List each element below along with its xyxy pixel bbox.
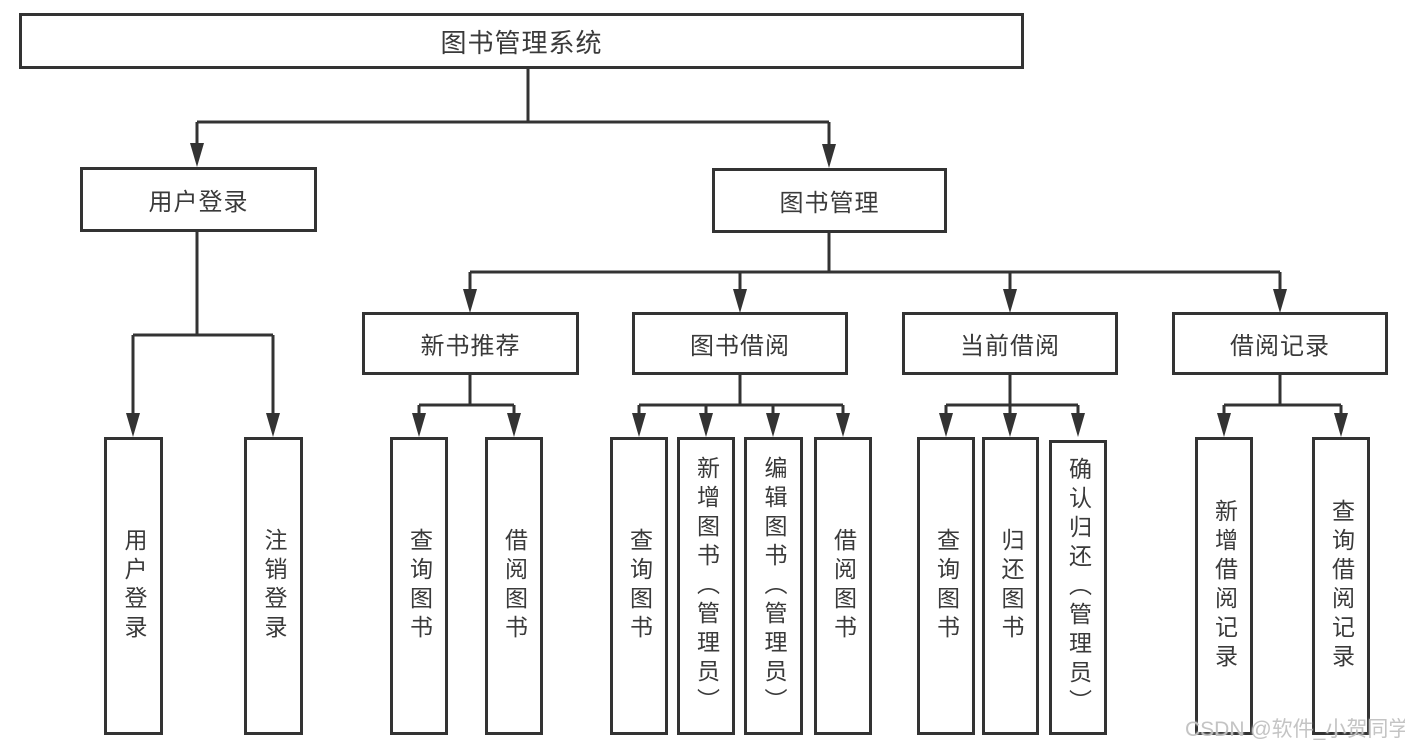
node-borrowing-records: 借阅记录: [1172, 312, 1388, 375]
node-book-management: 图书管理: [712, 168, 947, 233]
node-leaf-query-books-2: 查询图书: [610, 437, 668, 735]
node-leaf-add-borrow-record: 新增借阅记录: [1195, 437, 1253, 735]
node-leaf-query-books-1: 查询图书: [390, 437, 448, 735]
node-leaf-borrow-books-2: 借阅图书: [814, 437, 872, 735]
node-leaf-return-books: 归还图书: [982, 437, 1039, 735]
node-book-borrowing: 图书借阅: [632, 312, 848, 375]
node-leaf-confirm-return-admin: 确认归还（管理员）: [1049, 440, 1107, 735]
csdn-watermark: CSDN @软件_小贺同学: [1185, 718, 1405, 741]
node-leaf-query-books-3: 查询图书: [917, 437, 975, 735]
node-leaf-user-login: 用户登录: [104, 437, 163, 735]
node-leaf-add-books-admin: 新增图书（管理员）: [677, 437, 735, 735]
node-leaf-query-borrow-record: 查询借阅记录: [1312, 437, 1370, 735]
node-leaf-edit-books-admin: 编辑图书（管理员）: [744, 437, 803, 735]
node-current-borrowing: 当前借阅: [902, 312, 1118, 375]
node-book-management-system: 图书管理系统: [19, 13, 1024, 69]
node-leaf-logout: 注销登录: [244, 437, 303, 735]
node-user-login: 用户登录: [80, 167, 317, 232]
node-new-book-recommendation: 新书推荐: [362, 312, 579, 375]
arrowhead-icons: [126, 143, 1348, 437]
node-leaf-borrow-books-1: 借阅图书: [485, 437, 543, 735]
